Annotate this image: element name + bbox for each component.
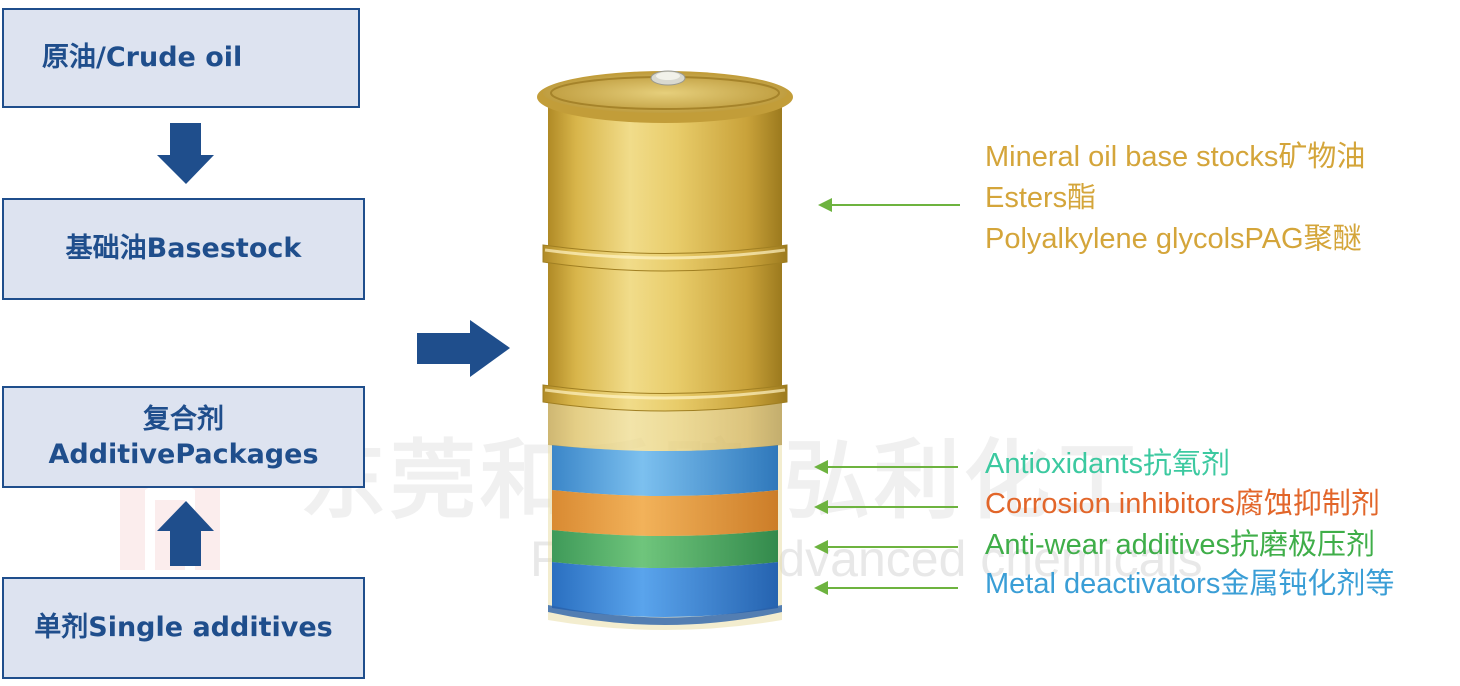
esters-label: Esters酯 [985,182,1097,214]
metal-band [552,562,778,617]
single-additives-label: 单剂Single additives [34,612,333,644]
pointer-arrow-antiwear [814,540,958,554]
corrosion-inhibitors-label: Corrosion inhibitors腐蚀抑制剂 [985,488,1380,520]
antiwear-label: Anti-wear additives抗磨极压剂 [985,529,1375,561]
crude-oil-label: 原油/Crude oil [42,42,243,74]
pointer-arrow-base [818,198,960,212]
base-stock-labels: Mineral oil base stocks矿物油 Esters酯 Polya… [985,137,1365,260]
basestock-label: 基础油Basestock [65,233,302,265]
antioxidants-label: Antioxidants抗氧剂 [985,448,1230,480]
crude-oil-box: 原油/Crude oil [2,8,360,108]
down-arrow [157,123,214,184]
basestock-box: 基础油Basestock [2,198,365,300]
additive-packages-label-cn: 复合剂 [143,403,224,435]
mineral-oil-label: Mineral oil base stocks矿物油 [985,141,1366,173]
antiwear-band [552,530,778,568]
antioxidant-band [552,445,778,496]
oil-drum [537,70,793,630]
pointer-arrow-corrosion [814,500,958,514]
single-additives-box: 单剂Single additives [2,577,365,679]
up-arrow [157,501,214,566]
pointer-arrow-metal [814,581,958,595]
additive-packages-box: 复合剂 AdditivePackages [2,386,365,488]
right-arrow [417,320,510,377]
corrosion-band [552,490,778,536]
metal-deactivators-label: Metal deactivators金属钝化剂等 [985,568,1395,600]
pag-label: Polyalkylene glycolsPAG聚醚 [985,223,1362,255]
pointer-arrow-antioxidants [814,460,958,474]
additive-packages-label-en: AdditivePackages [48,439,319,470]
